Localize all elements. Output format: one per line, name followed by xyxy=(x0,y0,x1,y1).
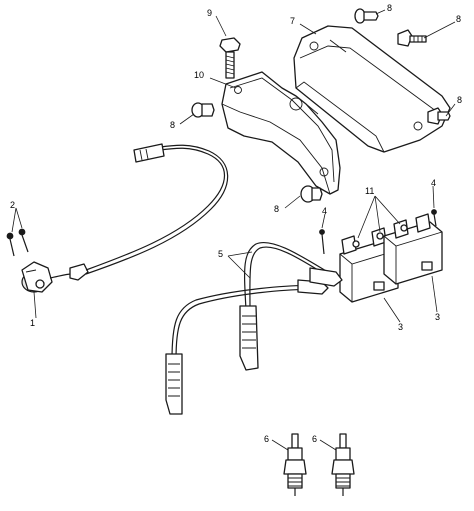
callout-3-front: 3 xyxy=(398,322,403,332)
callout-7: 7 xyxy=(290,16,295,26)
callout-10: 10 xyxy=(194,70,204,80)
fastener-8-lower xyxy=(300,185,323,203)
callout-8-top: 8 xyxy=(387,3,392,13)
callout-6-left: 6 xyxy=(264,434,269,444)
callout-8-lower: 8 xyxy=(274,204,279,214)
sensor-bolt-a xyxy=(6,232,15,257)
ignition-coil-rear xyxy=(383,213,443,285)
callout-8-left: 8 xyxy=(170,120,175,130)
callout-11: 11 xyxy=(365,186,374,196)
sensor-wire xyxy=(49,143,229,281)
bolt-top xyxy=(219,37,241,79)
sensor-bolt-b xyxy=(18,228,29,253)
fastener-8-top xyxy=(354,8,379,24)
leader-lines xyxy=(11,9,456,451)
spark-plug-left xyxy=(283,433,307,496)
callout-9: 9 xyxy=(207,8,212,18)
callout-4-left: 4 xyxy=(322,206,327,216)
sensor xyxy=(21,261,53,293)
callout-6-right: 6 xyxy=(312,434,317,444)
callout-8-mid-top: 8 xyxy=(456,14,461,24)
mounting-bracket xyxy=(221,71,341,195)
callout-8-right: 8 xyxy=(457,95,462,105)
ht-lead-short xyxy=(239,241,343,371)
callout-2: 2 xyxy=(10,200,15,210)
fastener-8-mid-top xyxy=(397,29,427,47)
fastener-8-left xyxy=(191,102,215,118)
coil-bolt-right xyxy=(431,209,437,227)
callout-3-rear: 3 xyxy=(435,312,440,322)
callout-4-right: 4 xyxy=(431,178,436,188)
callout-1: 1 xyxy=(30,318,35,328)
coil-bolt-left xyxy=(319,229,325,255)
callout-5: 5 xyxy=(218,249,223,259)
coil-screw-b xyxy=(376,232,384,240)
spark-plug-right xyxy=(331,433,355,496)
ignition-module-cover xyxy=(293,25,451,153)
ht-lead-long xyxy=(165,279,329,415)
coil-screw-c xyxy=(400,224,408,232)
coil-screw-a xyxy=(352,240,360,248)
